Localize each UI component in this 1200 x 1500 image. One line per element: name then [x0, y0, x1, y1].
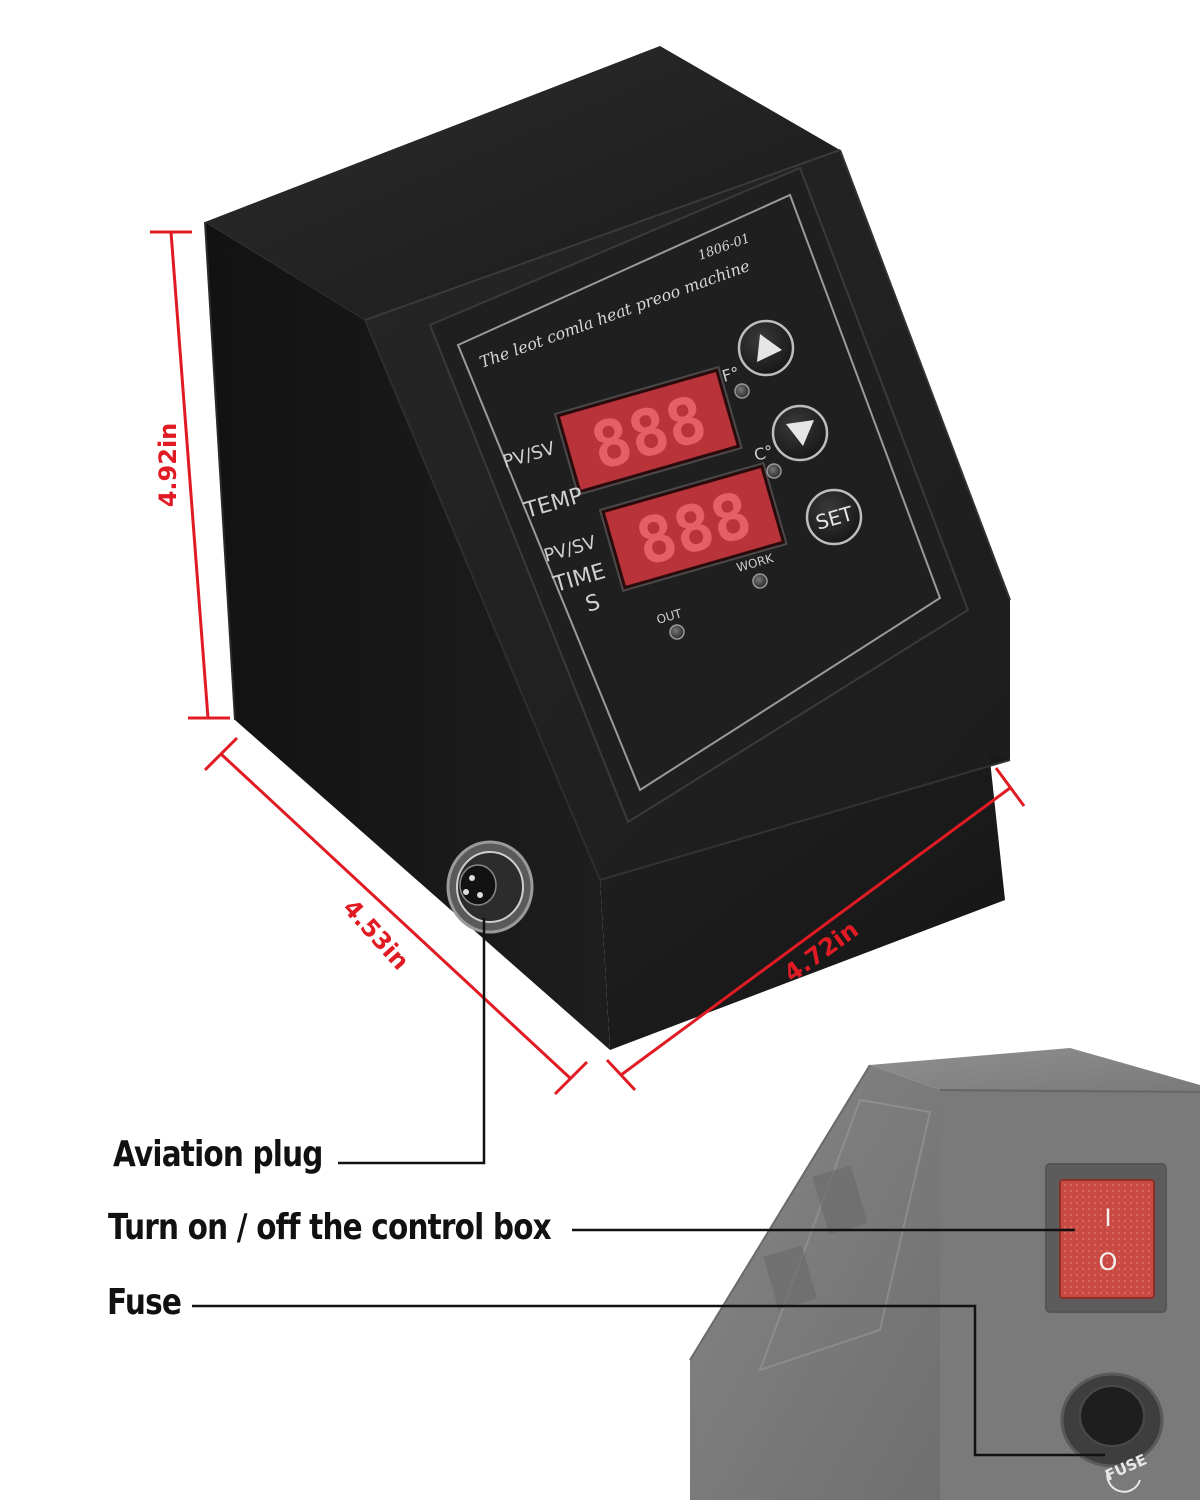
dimension-depth-label: 4.53in [337, 894, 414, 976]
led-out [669, 624, 685, 640]
dimension-height [150, 230, 230, 720]
aviation-plug [446, 840, 534, 934]
up-button[interactable] [737, 319, 795, 377]
callout-lines [192, 918, 1105, 1457]
aviation-plug-leader [338, 918, 486, 1165]
callout-power-switch: Turn on / off the control box [108, 1207, 552, 1248]
inset-front-face [690, 1065, 940, 1500]
time-display: 888 [598, 461, 788, 592]
power-switch[interactable]: I O [1045, 1163, 1167, 1313]
rotate-arrow-icon [1106, 1469, 1141, 1493]
dimension-width [605, 767, 1026, 1092]
fuse-leader [192, 1304, 1105, 1457]
set-button[interactable]: SET [805, 488, 863, 546]
label-fahrenheit: F° [720, 363, 742, 386]
box-side-face [205, 222, 610, 1050]
led-celsius [766, 463, 782, 479]
switch-on-label: I [1104, 1204, 1111, 1232]
led-work [752, 573, 768, 589]
panel-border [456, 193, 942, 792]
detail-inset: I O FUSE [689, 1048, 1200, 1500]
triangle-down-icon [786, 420, 814, 446]
dimension-depth [203, 736, 589, 1096]
box-top-face [205, 46, 840, 320]
temperature-display: 888 [553, 365, 743, 496]
led-fahrenheit [734, 383, 750, 399]
callout-aviation-plug: Aviation plug [113, 1134, 323, 1175]
dimension-height-label: 4.92in [154, 423, 182, 508]
callout-fuse: Fuse [107, 1282, 182, 1323]
label-out: OUT [655, 606, 684, 627]
label-s: S [583, 590, 603, 618]
inset-top-face [870, 1048, 1200, 1092]
down-button[interactable] [771, 404, 829, 462]
label-celsius: C° [752, 441, 776, 465]
switch-off-label: O [1099, 1248, 1118, 1276]
triangle-up-icon [757, 334, 782, 362]
box-front-face [600, 750, 1010, 1050]
